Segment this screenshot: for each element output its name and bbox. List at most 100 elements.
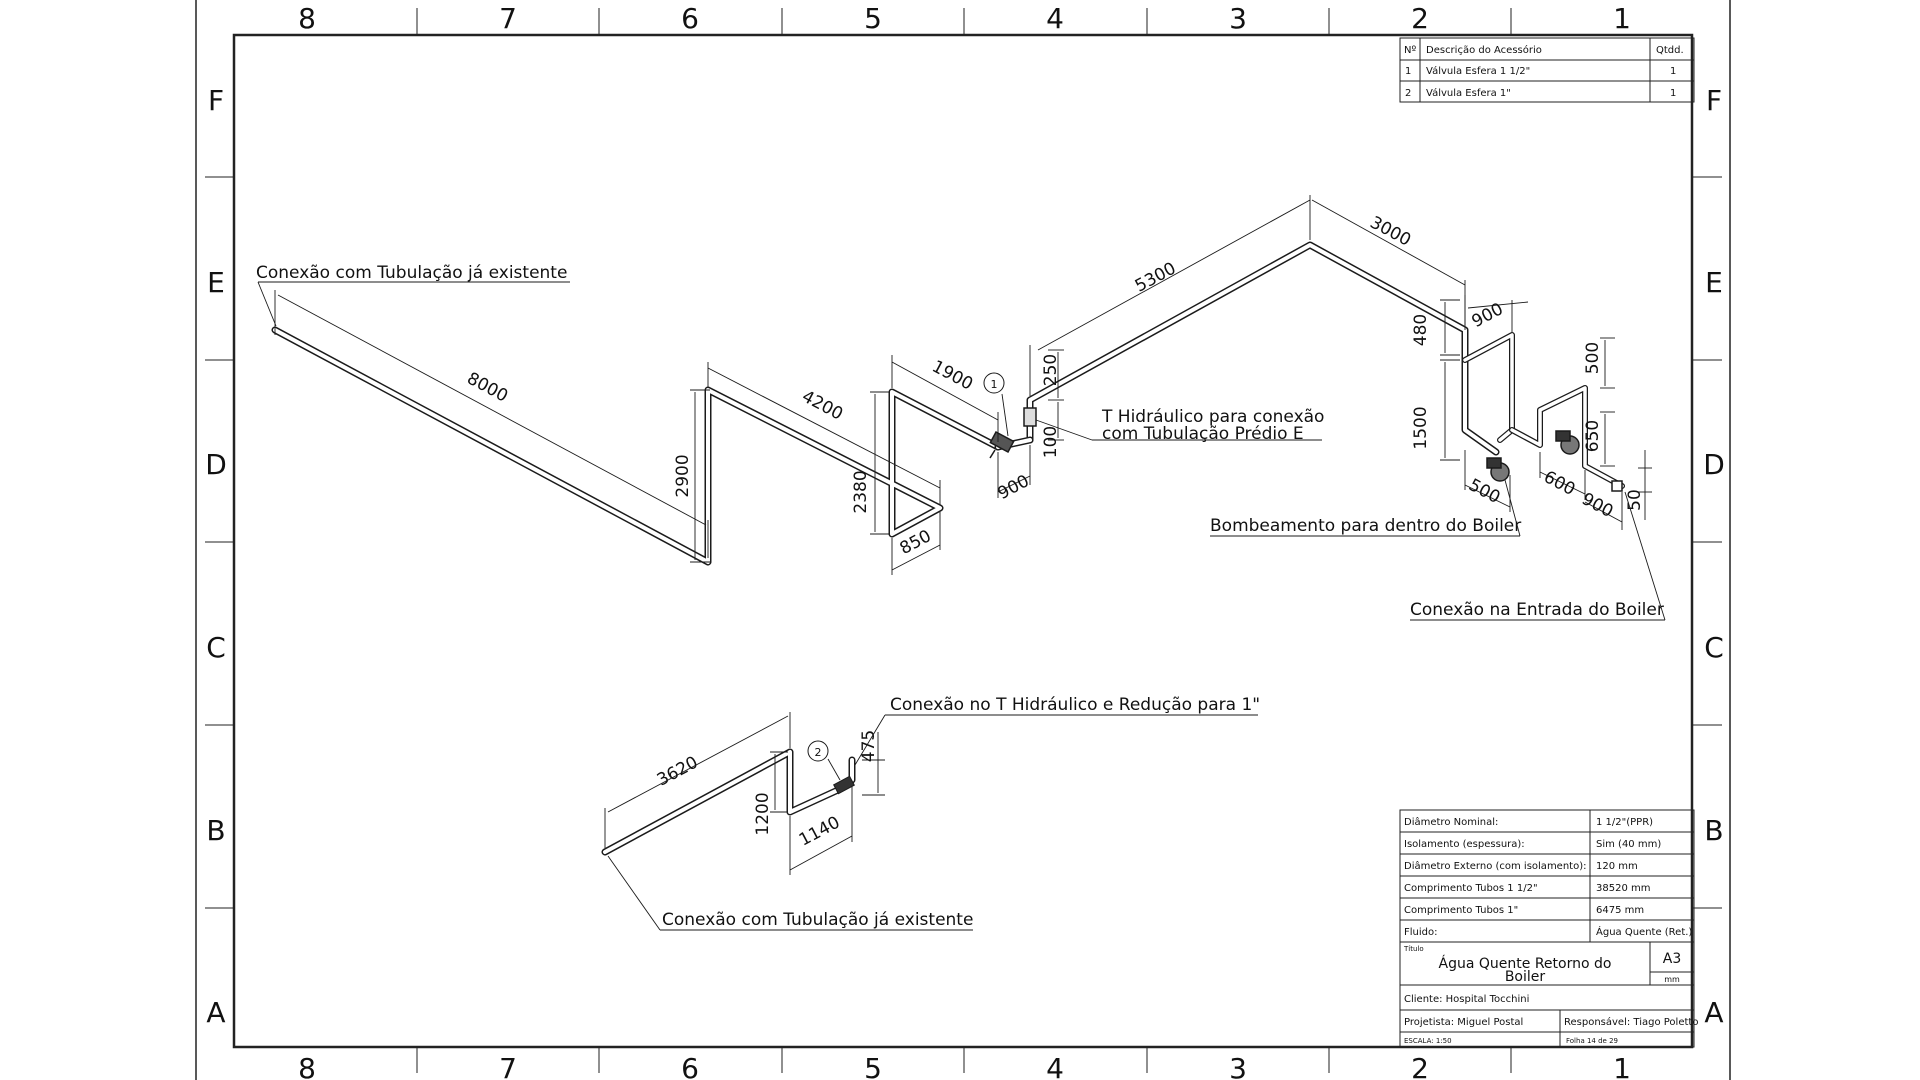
- zone-ticks: [205, 8, 1722, 1073]
- zone-col-2-bottom: 2: [1411, 1052, 1429, 1080]
- ball-valve-1-icon: [989, 430, 1015, 459]
- sheet-size: A3: [1663, 951, 1681, 967]
- dim-600: 600: [1540, 467, 1578, 500]
- zone-col-1-bottom: 1: [1613, 1052, 1631, 1080]
- spec-value-insulation: Sim (40 mm): [1596, 839, 1661, 850]
- zone-col-4-bottom: 4: [1046, 1052, 1064, 1080]
- scale-label: ESCALA: 1:50: [1404, 1037, 1452, 1045]
- bom-table: Nº Descrição do Acessório Qtdd. 1 Válvul…: [1399, 37, 1695, 103]
- dimension-lines: [274, 195, 1652, 875]
- sheet-frame: [195, 0, 1731, 1080]
- zone-row-f-right: F: [1706, 84, 1722, 117]
- dim-3620: 3620: [654, 753, 702, 791]
- spec-label-length-1-1-2: Comprimento Tubos 1 1/2": [1404, 883, 1538, 894]
- bom-header-description: Descrição do Acessório: [1426, 44, 1542, 56]
- bom-row-2-qty: 1: [1670, 88, 1676, 99]
- dim-900-a: 900: [995, 471, 1033, 504]
- dim-475: 475: [859, 730, 879, 762]
- dim-5300: 5300: [1132, 259, 1180, 297]
- zone-col-2-top: 2: [1411, 2, 1429, 35]
- zone-col-3-bottom: 3: [1229, 1052, 1247, 1080]
- note-tee-reduction: Conexão no T Hidráulico e Redução para 1…: [890, 695, 1260, 715]
- zone-col-7-bottom: 7: [499, 1052, 517, 1080]
- pipe-main-run: [271, 241, 1625, 566]
- dim-50: 50: [1625, 489, 1645, 511]
- zone-col-4-top: 4: [1046, 2, 1064, 35]
- zone-col-8-top: 8: [298, 2, 316, 35]
- zone-row-c-left: C: [206, 631, 226, 664]
- note-existing-connection-bottom: Conexão com Tubulação já existente: [662, 910, 973, 930]
- zone-row-b-left: B: [206, 814, 225, 847]
- note-existing-connection-top: Conexão com Tubulação já existente: [256, 263, 567, 283]
- spec-value-length-1-1-2: 38520 mm: [1596, 883, 1650, 894]
- bom-row-1-qty: 1: [1670, 66, 1676, 77]
- dim-3000: 3000: [1367, 213, 1415, 251]
- dim-8000: 8000: [464, 369, 512, 407]
- spec-value-outer-diameter: 120 mm: [1596, 861, 1638, 872]
- note-tee-line-1: T Hidráulico para conexão: [1101, 407, 1324, 427]
- dim-250: 250: [1041, 354, 1061, 386]
- zone-col-3-top: 3: [1229, 2, 1247, 35]
- spec-value-fluid: Água Quente (Ret.): [1596, 925, 1692, 938]
- tee-fitting-icon: [1023, 407, 1037, 427]
- zone-col-6-bottom: 6: [681, 1052, 699, 1080]
- dim-2380: 2380: [851, 470, 871, 513]
- dim-1900: 1900: [929, 357, 977, 395]
- title-label: Título: [1403, 945, 1424, 953]
- spec-label-length-1: Comprimento Tubos 1": [1404, 905, 1518, 916]
- designer-name: Projetista: Miguel Postal: [1404, 1017, 1523, 1028]
- bom-row-1-description: Válvula Esfera 1 1/2": [1426, 65, 1530, 77]
- pump-valve-right-icon: [1555, 430, 1580, 455]
- item-balloons: 1 2: [807, 372, 1005, 762]
- zone-row-e-right: E: [1705, 266, 1723, 299]
- spec-label-fluid: Fluido:: [1404, 927, 1437, 938]
- zone-labels: 8 7 6 5 4 3 2 1 8 7 6 5 4 3 2 1 F E D C …: [205, 2, 1725, 1080]
- zone-row-e-left: E: [207, 266, 225, 299]
- dim-900-c: 900: [1578, 489, 1616, 522]
- balloon-2: [807, 740, 829, 762]
- zone-row-a-right: A: [1704, 996, 1723, 1029]
- pump-valve-left-icon: [1486, 457, 1510, 482]
- leader-lines: [257, 281, 1666, 931]
- spec-label-nominal-diameter: Diâmetro Nominal:: [1404, 816, 1498, 828]
- zone-row-c-right: C: [1704, 631, 1724, 664]
- zone-row-f-left: F: [208, 84, 224, 117]
- bom-row-2-description: Válvula Esfera 1": [1426, 87, 1511, 99]
- unit-label: mm: [1664, 975, 1680, 984]
- zone-col-7-top: 7: [499, 2, 517, 35]
- dim-100: 100: [1041, 426, 1061, 458]
- note-texts: Conexão com Tubulação já existente T Hid…: [256, 263, 1664, 930]
- zone-col-6-top: 6: [681, 2, 699, 35]
- spec-label-insulation: Isolamento (espessura):: [1404, 839, 1525, 850]
- dim-900-b: 900: [1469, 299, 1507, 332]
- balloon-1-label: 1: [991, 378, 998, 391]
- boiler-inlet-fitting-icon: [1611, 480, 1623, 492]
- dim-1200: 1200: [753, 792, 773, 835]
- note-pumping-into-boiler: Bombeamento para dentro do Boiler: [1210, 516, 1521, 536]
- zone-row-d-left: D: [205, 448, 227, 481]
- drawing-title-line-1: Água Quente Retorno do: [1439, 955, 1612, 972]
- note-boiler-inlet-connection: Conexão na Entrada do Boiler: [1410, 600, 1664, 620]
- dim-480: 480: [1411, 314, 1431, 346]
- balloon-2-label: 2: [815, 746, 822, 759]
- bom-header-number: Nº: [1404, 45, 1416, 56]
- responsible-name: Responsável: Tiago Poletto: [1564, 1016, 1698, 1028]
- bom-header-qty: Qtdd.: [1656, 45, 1684, 56]
- zone-row-d-right: D: [1703, 448, 1725, 481]
- bom-row-1-number: 1: [1405, 66, 1411, 77]
- spec-label-outer-diameter: Diâmetro Externo (com isolamento):: [1404, 860, 1586, 872]
- client-name: Cliente: Hospital Tocchini: [1404, 994, 1529, 1005]
- pipe-secondary-run: [601, 748, 856, 856]
- spec-value-length-1: 6475 mm: [1596, 905, 1644, 916]
- bom-row-2-number: 2: [1405, 88, 1411, 99]
- zone-col-8-bottom: 8: [298, 1052, 316, 1080]
- title-block: Diâmetro Nominal: 1 1/2"(PPR) Isolamento…: [1399, 809, 1698, 1048]
- zone-col-5-bottom: 5: [864, 1052, 882, 1080]
- dim-1500: 1500: [1411, 406, 1431, 449]
- zone-row-a-left: A: [206, 996, 225, 1029]
- balloon-1: [983, 372, 1005, 394]
- dim-500-b: 500: [1583, 342, 1603, 374]
- spec-value-nominal-diameter: 1 1/2"(PPR): [1596, 817, 1653, 828]
- sheet-number: Folha 14 de 29: [1566, 1037, 1618, 1045]
- zone-col-5-top: 5: [864, 2, 882, 35]
